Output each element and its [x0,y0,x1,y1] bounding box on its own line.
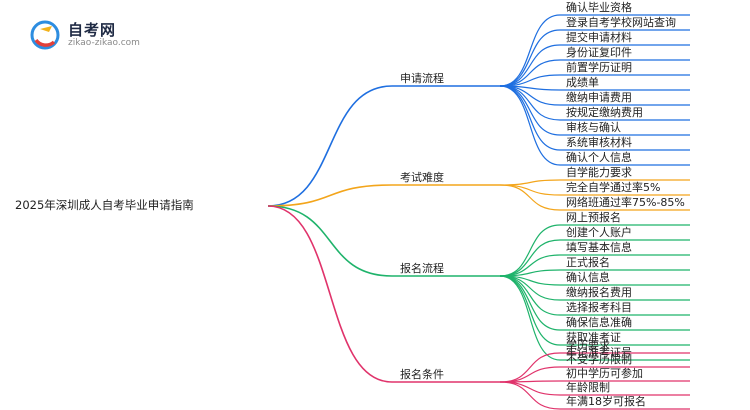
leaf-item: 缴纳报名费用 [566,286,632,299]
leaf-item: 年满18岁可报名 [566,395,646,408]
leaf-item: 确保信息准确 [566,316,632,329]
branch-label-conditions: 报名条件 [400,368,444,381]
leaf-item: 系统审核材料 [566,136,632,149]
leaf-connector [499,184,561,196]
leaf-connector [499,59,561,87]
leaf-item: 牢记准考证号 [566,346,632,359]
leaf-item: 年龄限制 [566,381,610,394]
leaf-item: 不受学历限制 [566,353,632,366]
leaf-connector [499,85,561,136]
branch-connector [267,205,393,383]
leaf-item: 成绩单 [566,76,599,89]
leaf-connector [499,184,561,211]
logo-icon [30,20,60,50]
leaf-item: 选择报考科目 [566,301,632,314]
leaf-item: 确认信息 [566,271,610,284]
branch-label-register: 报名流程 [400,262,444,275]
root-topic: 2025年深圳成人自考毕业申请指南 [15,198,194,212]
leaf-item: 创建个人账户 [566,226,632,239]
leaf-item: 自学能力要求 [566,166,632,179]
logo-title: 自考网 [68,21,117,39]
leaf-item: 完全自学通过率5% [566,181,661,194]
logo-subtitle: zikao-zikao.com [68,38,140,48]
leaf-item: 登录自考学校网站查询 [566,16,676,29]
leaf-item: 正式报名 [566,256,610,269]
leaf-connector [499,275,561,361]
site-logo[interactable]: 自考网 zikao-zikao.com [30,18,190,52]
leaf-connector [499,179,561,186]
leaf-connector [499,381,561,396]
leaf-item: 网上预报名 [566,211,621,224]
leaf-item: 网络班通过率75%-85% [566,196,685,209]
leaf-item: 审核与确认 [566,121,621,134]
leaf-connector [499,381,561,410]
leaf-connector [499,85,561,166]
branch-connector [267,184,393,207]
leaf-connector [499,85,561,121]
leaf-item: 填写基本信息 [566,241,632,254]
leaf-item: 前置学历证明 [566,61,632,74]
leaf-item: 提交申请材料 [566,31,632,44]
leaf-item: 确认个人信息 [566,151,632,164]
leaf-item: 身份证复印件 [566,46,632,59]
leaf-item: 缴纳申请费用 [566,91,632,104]
branch-label-apply: 申请流程 [400,72,444,85]
leaf-connector [499,14,561,87]
leaf-item: 学历要求 [566,339,610,352]
leaf-connector [499,275,561,331]
branch-connector [267,205,393,277]
leaf-item: 初中学历可参加 [566,367,643,380]
leaf-connector [499,275,561,346]
leaf-connector [499,224,561,277]
leaf-connector [499,29,561,87]
branch-connector [267,85,393,207]
leaf-item: 获取准考证 [566,331,621,344]
branch-label-difficulty: 考试难度 [400,171,444,184]
leaf-item: 按规定缴纳费用 [566,106,643,119]
leaf-connector [499,366,561,383]
leaf-item: 确认毕业资格 [566,1,632,14]
